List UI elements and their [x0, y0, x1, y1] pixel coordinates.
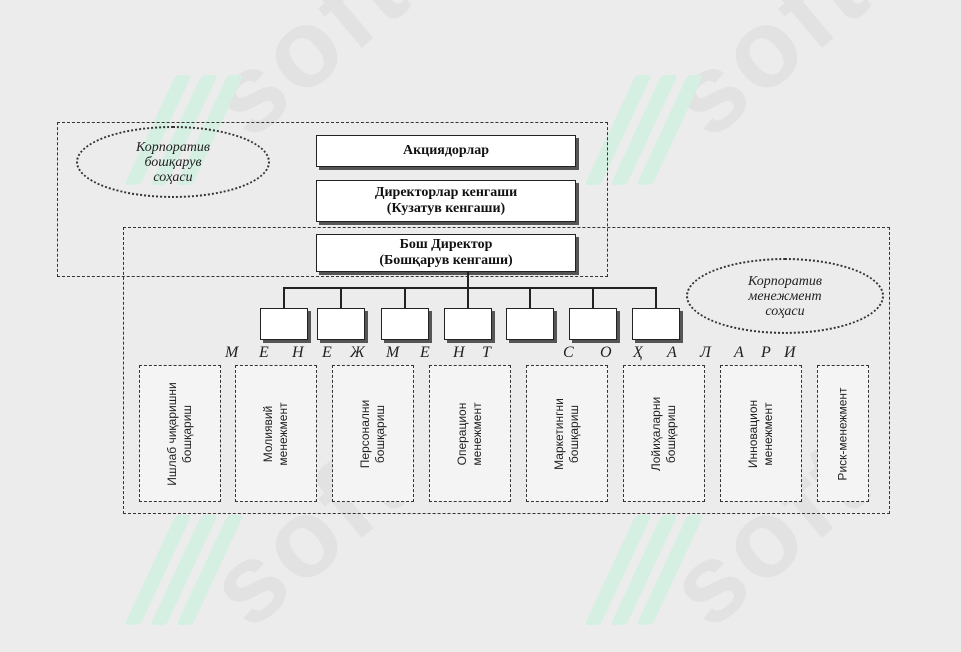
area-label: Инновацион менежмент	[746, 399, 775, 468]
area-marketing: Маркетингни бошқариш	[526, 365, 608, 502]
domain-letter: М	[386, 344, 400, 361]
domain-letter: Е	[322, 344, 332, 361]
unit-box	[381, 308, 429, 340]
domain-letter: И	[784, 344, 796, 361]
area-personnel: Персонални бошқариш	[332, 365, 414, 502]
domain-letter: О	[600, 344, 612, 361]
domain-letter: Н	[453, 344, 465, 361]
area-label: Ишлаб чиқаришни бошқариш	[165, 381, 194, 486]
unit-box	[260, 308, 308, 340]
domain-letter: Н	[292, 344, 304, 361]
governance-label: Корпоратив бошқарув соҳаси	[76, 126, 270, 198]
area-label: Операцион менежмент	[455, 401, 484, 466]
domain-letter: А	[667, 344, 677, 361]
governance-region	[57, 122, 608, 277]
area-label: Молиявий менежмент	[261, 401, 290, 466]
area-innovation: Инновацион менежмент	[720, 365, 802, 502]
management-region	[123, 227, 890, 514]
domain-letter: Ҳ	[633, 344, 643, 361]
area-finance: Молиявий менежмент	[235, 365, 317, 502]
unit-box	[569, 308, 617, 340]
unit-box	[506, 308, 554, 340]
connector-drop	[529, 287, 531, 308]
area-projects: Лойиҳаларни бошқариш	[623, 365, 705, 502]
management-label: Корпоратив менежмент соҳаси	[686, 258, 884, 334]
area-label: Лойиҳаларни бошқариш	[649, 396, 678, 471]
domain-letter: Е	[259, 344, 269, 361]
domain-letter: Е	[420, 344, 430, 361]
area-label: Персонални бошқариш	[358, 399, 387, 468]
domain-letter: Л	[700, 344, 711, 361]
unit-box	[444, 308, 492, 340]
unit-box	[317, 308, 365, 340]
unit-box	[632, 308, 680, 340]
connector-trunk	[467, 272, 469, 308]
area-label: Риск-менежмент	[835, 386, 850, 481]
domain-letter: Ж	[350, 344, 365, 361]
area-risk: Риск-менежмент	[817, 365, 869, 502]
domain-letter: С	[563, 344, 574, 361]
connector-drop	[283, 287, 285, 308]
area-operations: Операцион менежмент	[429, 365, 511, 502]
area-production: Ишлаб чиқаришни бошқариш	[139, 365, 221, 502]
shareholders-box: Акциядорлар	[316, 135, 576, 167]
area-label: Маркетингни бошқариш	[552, 397, 581, 470]
board-of-directors-box: Директорлар кенгаши (Кузатув кенгаши)	[316, 180, 576, 222]
domain-letter: М	[225, 344, 239, 361]
domain-letter: Р	[761, 344, 771, 361]
ceo-box: Бош Директор (Бошқарув кенгаши)	[316, 234, 576, 272]
connector-drop	[340, 287, 342, 308]
connector-drop	[404, 287, 406, 308]
connector-drop	[655, 287, 657, 308]
domain-letter: Т	[482, 344, 491, 361]
connector-bar	[283, 287, 657, 289]
domain-letter: А	[734, 344, 744, 361]
connector-drop	[592, 287, 594, 308]
